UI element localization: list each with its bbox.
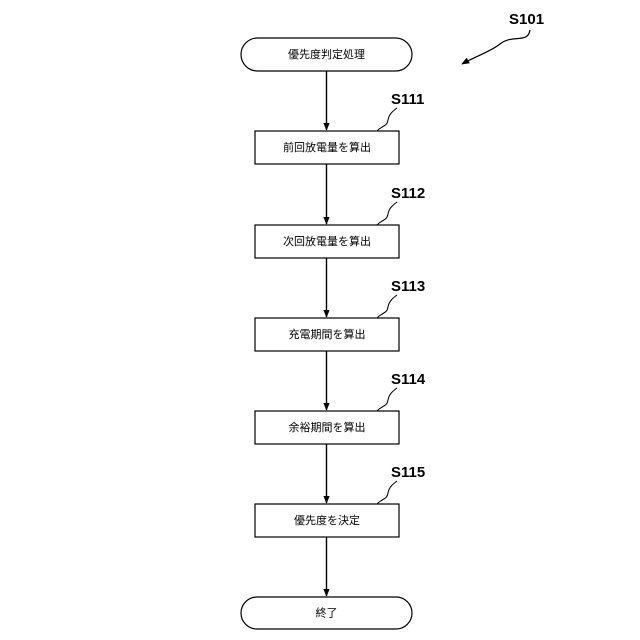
process-step-s112: 次回放電量を算出 S112 [255, 185, 425, 258]
step-id-label: S112 [391, 185, 425, 202]
step-id-label: S113 [391, 278, 425, 295]
process-step-s113: 充電期間を算出 S113 [255, 278, 425, 351]
process-box-label: 優先度を決定 [294, 513, 360, 527]
step-id-pointer [377, 295, 397, 318]
process-box-label: 次回放電量を算出 [283, 234, 371, 248]
step-id-pointer [377, 108, 397, 131]
step-id-pointer [377, 388, 397, 411]
process-box-label: 前回放電量を算出 [283, 140, 371, 154]
step-id-label: S114 [391, 371, 426, 388]
end-terminal-label: 終了 [316, 606, 338, 620]
step-id-pointer [377, 202, 397, 225]
step-id-label: S111 [391, 91, 424, 108]
process-box-label: 余裕期間を算出 [289, 420, 366, 434]
process-step-s115: 優先度を決定 S115 [255, 464, 425, 537]
step-id-label: S115 [391, 464, 425, 481]
start-terminal-label: 優先度判定処理 [288, 47, 365, 61]
process-step-s111: 前回放電量を算出 S111 [255, 91, 424, 164]
step-id-pointer [377, 481, 397, 504]
diagram-id-label: S101 [509, 11, 544, 28]
process-step-s114: 余裕期間を算出 S114 [255, 371, 426, 444]
end-terminal: 終了 [241, 597, 412, 629]
process-box-label: 充電期間を算出 [289, 327, 366, 341]
diagram-id-pointer [462, 30, 530, 64]
start-terminal: 優先度判定処理 [241, 38, 412, 71]
